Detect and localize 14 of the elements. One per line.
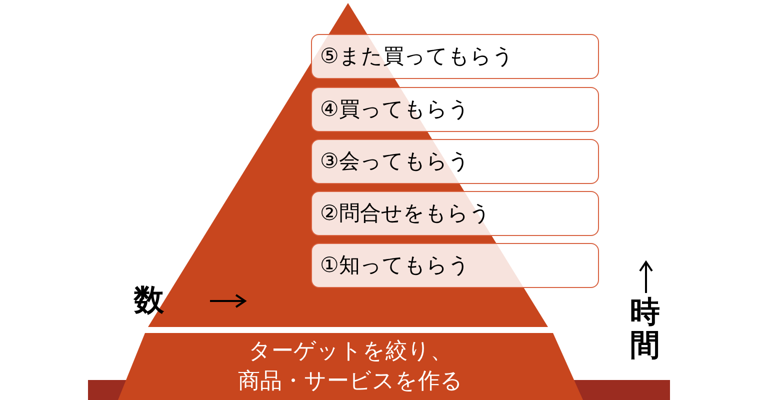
step-label: ③会ってもらう bbox=[320, 148, 470, 175]
step-label: ④買ってもらう bbox=[320, 96, 470, 123]
step-box bbox=[311, 87, 599, 132]
step-box bbox=[311, 139, 599, 184]
band-label: ターゲットを絞り、商品・サービスを作る bbox=[237, 338, 464, 396]
step-box bbox=[311, 34, 599, 79]
step-box bbox=[311, 191, 599, 236]
axis-label: 数 bbox=[134, 286, 164, 316]
base-band bbox=[118, 333, 583, 400]
step-label: ②問合せをもらう bbox=[320, 200, 491, 227]
step-label: ①知ってもらう bbox=[320, 252, 470, 279]
axis-label: 時間 bbox=[630, 296, 660, 362]
step-label: ⑤また買ってもらう bbox=[320, 42, 514, 70]
step-box bbox=[311, 243, 599, 288]
